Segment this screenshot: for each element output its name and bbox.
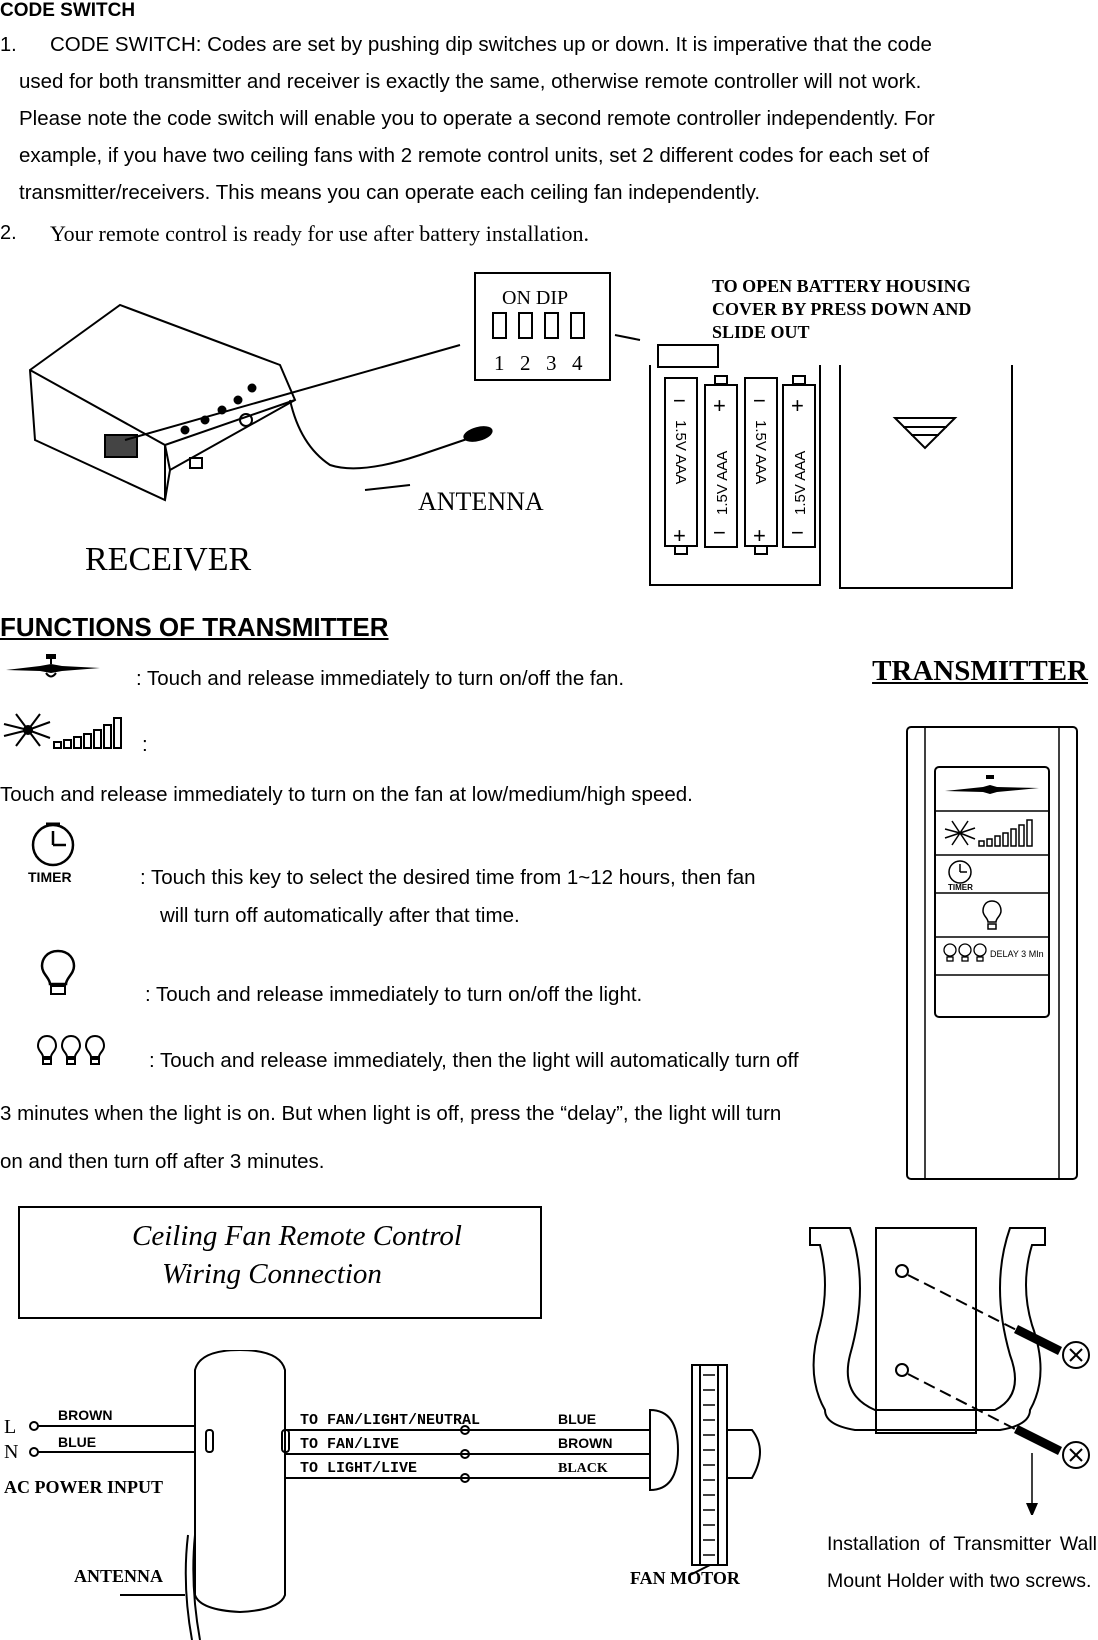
delay-text-line3: on and then turn off after 3 minutes. bbox=[0, 1150, 325, 1173]
wiring-L-label: L bbox=[4, 1416, 16, 1438]
item1-line5: transmitter/receivers. This means you ca… bbox=[19, 181, 761, 204]
receiver-label: RECEIVER bbox=[85, 541, 252, 578]
wiring-title-line1: Ceiling Fan Remote Control bbox=[132, 1220, 462, 1252]
item1-line3: Please note the code switch will enable … bbox=[19, 107, 935, 130]
timer-text-line2: will turn off automatically after that t… bbox=[160, 904, 520, 927]
screw-lower-icon bbox=[1014, 1425, 1090, 1469]
wiring-antenna: ANTENNA bbox=[74, 1566, 163, 1586]
code-switch-heading: CODE SWITCH bbox=[0, 0, 136, 21]
speed-text: Touch and release immediately to turn on… bbox=[0, 783, 693, 806]
timer-icon-label: TIMER bbox=[28, 869, 72, 885]
dip-on-label: ON DIP bbox=[502, 287, 568, 309]
light-text: : Touch and release immediately to turn … bbox=[145, 983, 643, 1006]
wiring-blue-input: BLUE bbox=[58, 1434, 96, 1450]
remote-delay-button-icon bbox=[943, 943, 987, 962]
install-note: Installation of Transmitter Wall Mount H… bbox=[827, 1533, 1097, 1592]
speed-colon: : bbox=[142, 733, 148, 756]
remote-speed-button-icon bbox=[944, 819, 1033, 847]
battery-label-2: 1.5V AAA bbox=[714, 451, 731, 515]
dip-number-2: 2 bbox=[520, 351, 531, 375]
remote-light-button-icon bbox=[982, 900, 1002, 930]
wiring-out2: TO FAN/LIVE bbox=[300, 1436, 399, 1453]
fan-icon bbox=[6, 654, 100, 678]
wiring-title-line2: Wiring Connection bbox=[162, 1258, 382, 1290]
wiring-ac-power: AC POWER INPUT bbox=[4, 1477, 163, 1497]
delay-bulbs-icon bbox=[37, 1034, 106, 1065]
wiring-col2: BROWN bbox=[558, 1435, 612, 1451]
wiring-col3: BLACK bbox=[558, 1461, 608, 1476]
timer-text-line1: : Touch this key to select the desired t… bbox=[140, 866, 756, 889]
fan-onoff-text: : Touch and release immediately to turn … bbox=[136, 667, 625, 690]
screw-upper-icon bbox=[1014, 1325, 1090, 1369]
timer-icon: TIMER bbox=[28, 822, 75, 885]
fan-speed-icon bbox=[3, 713, 122, 749]
wiring-N-label: N bbox=[4, 1441, 18, 1463]
battery-note-line1: TO OPEN BATTERY HOUSING bbox=[712, 276, 971, 296]
remote-delay-label: DELAY 3 MIn bbox=[990, 949, 1044, 959]
battery-compartment bbox=[649, 344, 1013, 589]
item2-text: Your remote control is ready for use aft… bbox=[50, 221, 590, 246]
dip-number-1: 1 bbox=[494, 351, 505, 375]
battery-label-1: 1.5V AAA bbox=[672, 420, 689, 484]
wiring-out1: TO FAN/LIGHT/NEUTRAL bbox=[300, 1412, 480, 1429]
remote-timer-button-icon: TIMER bbox=[948, 860, 973, 892]
item2-number: 2. bbox=[0, 222, 17, 244]
dip-number-3: 3 bbox=[546, 351, 557, 375]
battery-note-line2: COVER BY PRESS DOWN AND bbox=[712, 299, 971, 319]
wall-mount-holder-illustration bbox=[809, 1227, 1090, 1515]
wiring-fan-motor: FAN MOTOR bbox=[630, 1568, 741, 1588]
battery-polarity: −+−+ +−+− bbox=[673, 388, 810, 548]
receiver-figure: ON DIP 1 2 3 4 TO OPEN BATTERY HOUSING C… bbox=[28, 272, 1013, 589]
item1-line2: used for both transmitter and receiver i… bbox=[19, 70, 922, 93]
wiring-col1: BLUE bbox=[558, 1411, 596, 1427]
receiver-illustration bbox=[28, 303, 641, 502]
light-bulb-icon bbox=[40, 949, 76, 995]
remote-fan-button-icon bbox=[945, 775, 1039, 794]
battery-label-4: 1.5V AAA bbox=[792, 451, 809, 515]
antenna-label: ANTENNA bbox=[418, 487, 544, 516]
dip-switch-illustration bbox=[474, 272, 611, 381]
battery-note-line3: SLIDE OUT bbox=[712, 322, 810, 342]
wiring-out3: TO LIGHT/LIVE bbox=[300, 1460, 417, 1477]
functions-heading: FUNCTIONS OF TRANSMITTER bbox=[0, 612, 389, 642]
transmitter-label: TRANSMITTER bbox=[872, 655, 1088, 687]
remote-timer-label: TIMER bbox=[948, 883, 973, 892]
wiring-brown-input: BROWN bbox=[58, 1407, 112, 1423]
item1-line4: example, if you have two ceiling fans wi… bbox=[19, 144, 930, 167]
delay-text-line2: 3 minutes when the light is on. But when… bbox=[0, 1102, 782, 1125]
dip-number-4: 4 bbox=[572, 351, 583, 375]
delay-text-line1: : Touch and release immediately, then th… bbox=[149, 1049, 799, 1072]
wiring-title-box: Ceiling Fan Remote Control Wiring Connec… bbox=[18, 1206, 542, 1319]
item1-number: 1. bbox=[0, 34, 17, 56]
battery-label-3: 1.5V AAA bbox=[752, 420, 769, 484]
transmitter-remote-illustration: TIMER DELAY 3 MIn bbox=[906, 726, 1078, 1180]
item1-line1: CODE SWITCH: Codes are set by pushing di… bbox=[50, 33, 932, 56]
wiring-diagram: L N BROWN BLUE AC POWER INPUT ANTENNA TO… bbox=[4, 1350, 761, 1640]
